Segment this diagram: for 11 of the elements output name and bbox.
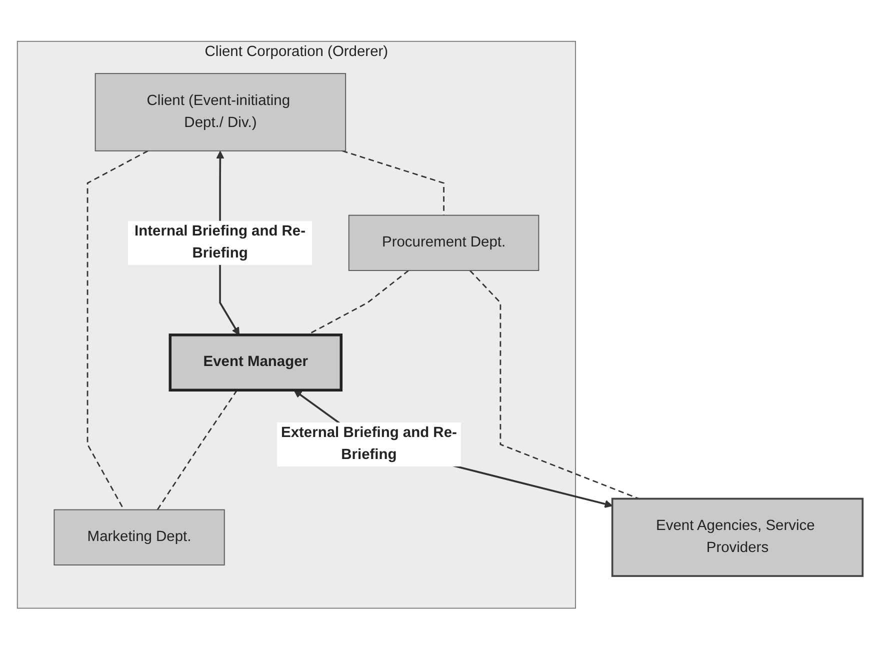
connector <box>468 270 639 500</box>
node-box <box>348 215 539 272</box>
connector <box>156 390 238 510</box>
edge-label: External Briefing and Re-Briefing <box>280 425 456 464</box>
node-box <box>610 498 864 578</box>
node-box <box>94 73 346 152</box>
edge-label: Internal Briefing and Re-Briefing <box>134 224 306 262</box>
connector <box>342 150 444 216</box>
node-box <box>53 510 224 566</box>
cluster <box>16 41 576 609</box>
node-box <box>168 334 342 392</box>
